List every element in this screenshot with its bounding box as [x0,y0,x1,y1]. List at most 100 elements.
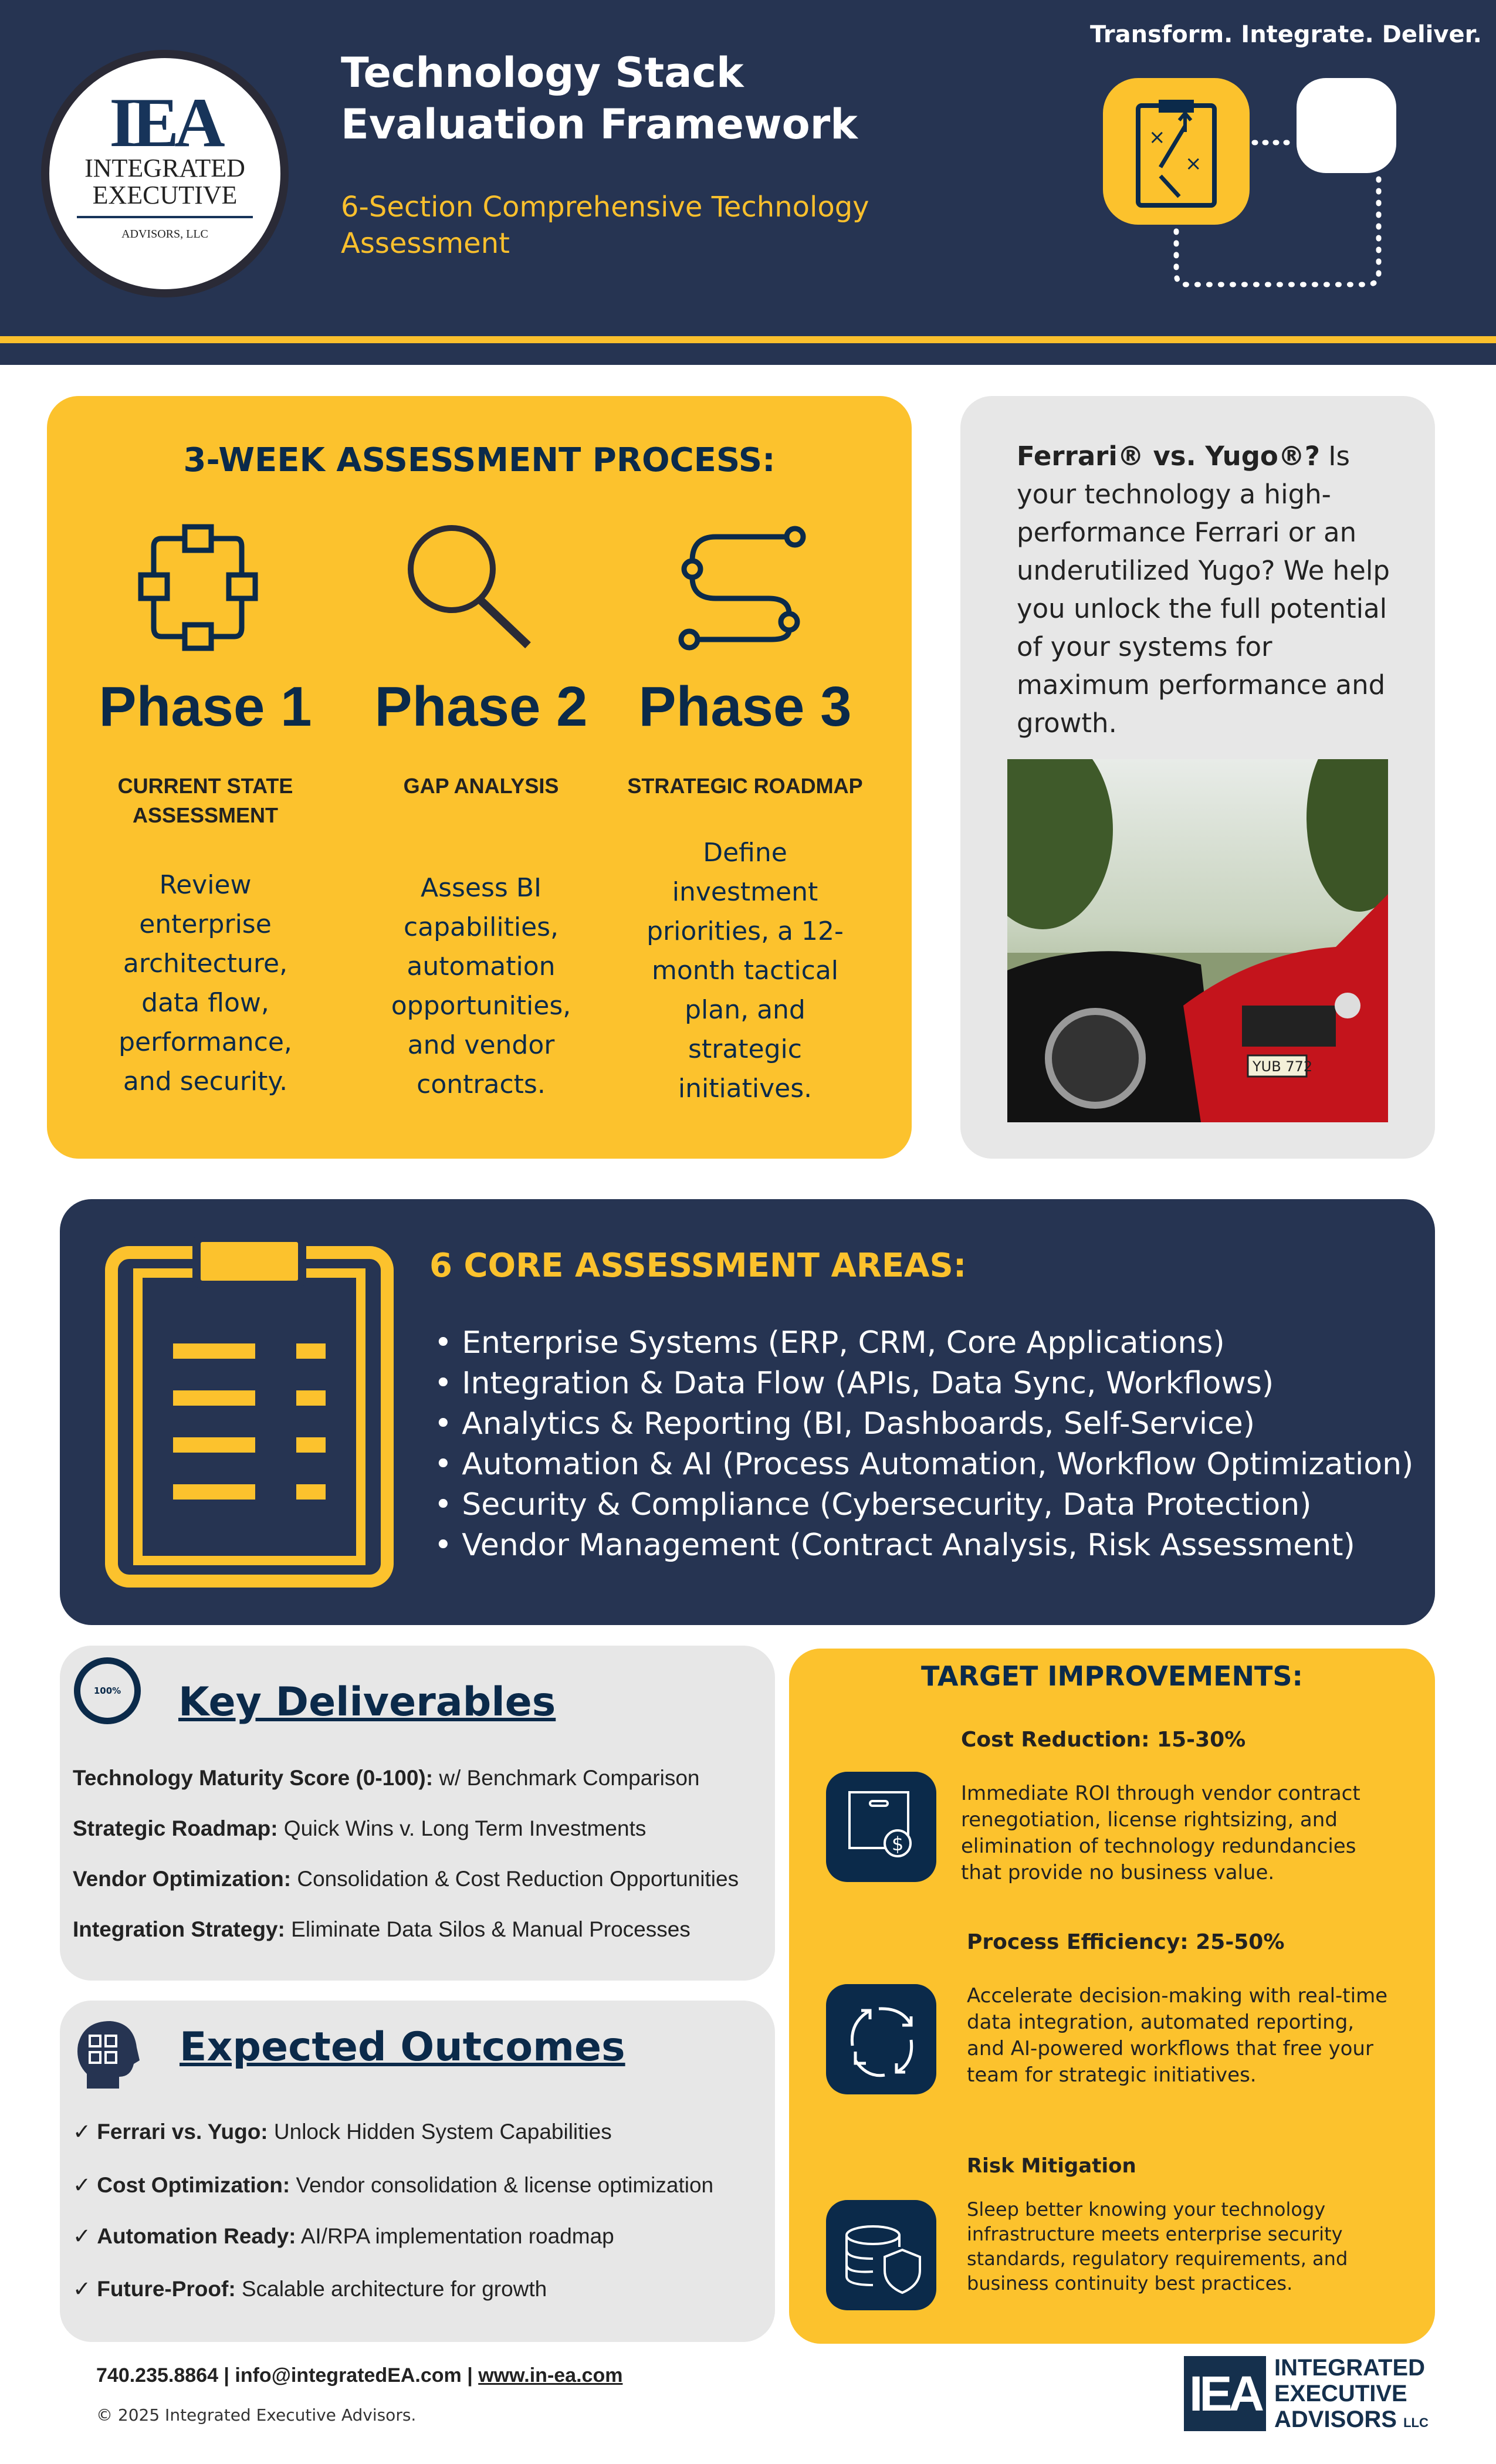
ferrari-body: Is your technology a high-performance Fe… [1017,441,1390,739]
phase-3: Phase 3 STRATEGIC ROADMAP Define investm… [616,675,874,1108]
logo-suffix: LLC [1403,2415,1429,2430]
item-label: Automation Ready: [97,2224,296,2248]
title-line2: Evaluation Framework [341,100,858,148]
outcome-item: ✓ Automation Ready: AI/RPA implementatio… [73,2223,614,2249]
phase-title: Phase 2 [374,675,588,738]
svg-text:×: × [1185,152,1202,175]
svg-text:×: × [1149,126,1166,149]
deliverable-item: Vendor Optimization: Consolidation & Cos… [73,1867,739,1891]
item-text: Unlock Hidden System Capabilities [268,2120,612,2144]
copyright: © 2025 Integrated Executive Advisors. [96,2405,417,2425]
item-text: AI/RPA implementation roadmap [296,2224,614,2248]
phase-subtitle: STRATEGIC ROADMAP [627,774,863,798]
ferrari-text: Ferrari® vs. Yugo®? Is your technology a… [1017,437,1392,742]
ferrari-bold: Ferrari® vs. Yugo®? [1017,441,1320,472]
item-label: Integration Strategy: [73,1917,285,1941]
phone[interactable]: 740.235.8864 [96,2364,218,2387]
check-icon: ✓ [73,2173,92,2197]
deliverable-item: Strategic Roadmap: Quick Wins v. Long Te… [73,1816,646,1841]
logo-line2: EXECUTIVE [77,182,253,218]
item-text: Scalable architecture for growth [235,2277,547,2301]
target-description: Immediate ROI through vendor contract re… [961,1782,1360,1884]
phase-1: Phase 1 CURRENT STATE ASSESSMENT Review … [76,675,334,1101]
item-text: Consolidation & Cost Reduction Opportuni… [291,1867,739,1891]
target-description: Accelerate decision-making with real-tim… [967,1984,1388,2087]
check-icon: ✓ [73,2120,92,2144]
logo-line3: ADVISORS, LLC [121,228,208,241]
website-link[interactable]: www.in-ea.com [478,2364,623,2387]
percent-badge-icon: 100% [74,1657,141,1724]
logo-mark: IEA [109,83,225,161]
page-subtitle: 6-Section Comprehensive Technology Asses… [341,191,869,260]
area-item: • Analytics & Reporting (BI, Dashboards,… [434,1406,1255,1441]
email-link[interactable]: info@integratedEA.com [235,2364,462,2387]
contact-line: 740.235.8864 | info@integratedEA.com | w… [96,2364,622,2387]
area-item: • Security & Compliance (Cybersecurity, … [434,1487,1312,1522]
phase-title: Phase 3 [638,675,852,738]
phase-2: Phase 2 GAP ANALYSIS Assess BI capabilit… [352,675,610,1104]
logo-line3: ADVISORS [1274,2407,1397,2432]
phase-description: Define investment priorities, a 12-month… [647,838,844,1104]
phase-subtitle: CURRENT STATE ASSESSMENT [117,774,293,827]
phase-title: Phase 1 [99,675,312,738]
title-line1: Technology Stack [341,49,744,97]
core-areas-list: • Enterprise Systems (ERP, CRM, Core App… [434,1323,1413,1566]
expected-outcomes-card [60,2001,775,2342]
outcome-item: ✓ Ferrari vs. Yugo: Unlock Hidden System… [73,2119,612,2144]
outcome-item: ✓ Cost Optimization: Vendor consolidatio… [73,2172,713,2198]
process-heading: 3-WEEK ASSESSMENT PROCESS: [183,441,776,479]
route-path-icon [678,526,806,651]
logo-line2: EXECUTIVE [1274,2381,1407,2407]
expected-outcomes-heading: Expected Outcomes [180,2024,625,2070]
clipboard-list-icon [105,1234,394,1588]
assessment-process-card [47,396,912,1159]
refresh-arrows-icon [826,1984,936,2094]
item-label: Vendor Optimization: [73,1867,292,1891]
item-label: Strategic Roadmap: [73,1816,278,1840]
area-item: • Vendor Management (Contract Analysis, … [434,1528,1355,1563]
strategy-clipboard-icon: × × [1103,78,1396,287]
box-dollar-icon: $ [826,1772,936,1882]
item-label: Future-Proof: [97,2277,236,2301]
header-divider [0,336,1496,343]
check-icon: ✓ [73,2224,92,2248]
target-title: Process Efficiency: 25-50% [967,1930,1285,1954]
license-plate: YUB 772 [1252,1058,1312,1075]
tagline: Transform. Integrate. Deliver. [1090,21,1482,48]
separator: | [461,2364,479,2387]
target-heading: TARGET IMPROVEMENTS: [921,1660,1303,1692]
phase-description: Assess BI capabilities, automation oppor… [391,873,571,1099]
logo-line1: INTEGRATED [84,154,245,182]
network-nodes-icon [138,524,258,651]
outcome-item: ✓ Future-Proof: Scalable architecture fo… [73,2276,547,2301]
phase-subtitle: GAP ANALYSIS [403,774,559,798]
deliverable-item: Technology Maturity Score (0-100): w/ Be… [73,1766,700,1791]
target-description: Sleep better knowing your technology inf… [967,2198,1348,2294]
page-title: Technology Stack Evaluation Framework [341,47,858,150]
check-icon: ✓ [73,2277,92,2301]
footer-logo-text: INTEGRATED EXECUTIVE ADVISORS LLC [1274,2355,1429,2436]
item-label: Cost Optimization: [97,2173,290,2197]
database-shield-icon [826,2200,936,2310]
item-text: Quick Wins v. Long Term Investments [277,1816,647,1840]
target-title: Risk Mitigation [967,2154,1136,2178]
item-text: w/ Benchmark Comparison [433,1766,700,1790]
logo-line1: INTEGRATED [1274,2355,1426,2381]
head-checklist-icon [77,2021,140,2089]
item-text: Vendor consolidation & license optimizat… [290,2173,714,2197]
svg-text:$: $ [892,1833,903,1855]
magnifier-icon [408,525,531,649]
footer-logo-mark: IEA [1184,2356,1266,2431]
target-title: Cost Reduction: 15-30% [961,1728,1246,1752]
deliverable-item: Integration Strategy: Eliminate Data Sil… [73,1917,691,1942]
item-text: Eliminate Data Silos & Manual Processes [285,1917,691,1941]
area-item: • Integration & Data Flow (APIs, Data Sy… [434,1366,1274,1401]
separator: | [218,2364,235,2387]
item-label: Ferrari vs. Yugo: [97,2120,268,2144]
area-item: • Enterprise Systems (ERP, CRM, Core App… [434,1325,1225,1360]
key-deliverables-card [60,1646,775,1981]
key-deliverables-heading: Key Deliverables [178,1679,556,1725]
area-item: • Automation & AI (Process Automation, W… [434,1447,1414,1482]
phase-description: Review enterprise architecture, data flo… [119,870,292,1096]
iea-logo: IEA INTEGRATED EXECUTIVE ADVISORS, LLC [41,50,289,297]
